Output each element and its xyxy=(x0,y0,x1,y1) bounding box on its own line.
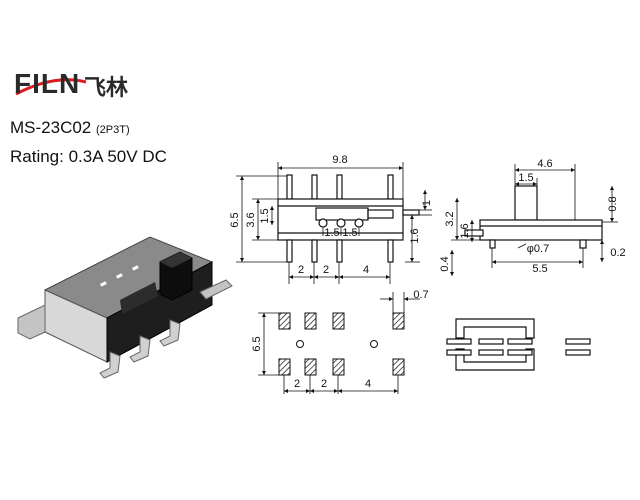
dim-front-right-top: 1 xyxy=(421,200,433,206)
front-view xyxy=(277,174,420,263)
dim-side-bottom: 0.4 xyxy=(439,256,451,271)
side-view-dimensions xyxy=(450,164,618,276)
model-number: MS-23C02 (2P3T) xyxy=(10,118,130,138)
brand-logo: FILN 飞林 xyxy=(14,68,154,102)
circuit-schematic xyxy=(446,318,591,371)
dim-side-actuator: 1.5 xyxy=(518,172,533,184)
dim-side-pin-dia: φ0.7 xyxy=(527,243,549,255)
dim-footprint-pitch-b: 2 xyxy=(321,378,327,390)
dim-front-pitch-c: 4 xyxy=(363,264,369,276)
dim-front-knob-spacing-a: 1.5 xyxy=(324,227,339,239)
dim-front-pitch-b: 2 xyxy=(323,264,329,276)
brand-name: FILN xyxy=(14,68,81,99)
dim-front-pitch-a: 2 xyxy=(298,264,304,276)
dim-footprint-height: 6.5 xyxy=(251,336,263,351)
rating-text: Rating: 0.3A 50V DC xyxy=(10,147,167,166)
dim-side-height: 3.2 xyxy=(444,211,456,226)
dim-side-span: 5.5 xyxy=(532,263,547,275)
switch-3d-render xyxy=(17,236,233,379)
side-view xyxy=(464,185,603,249)
model-variant: (2P3T) xyxy=(96,124,130,136)
dim-front-body-height: 3.6 xyxy=(245,212,257,227)
dim-front-knob-spacing-b: 1.5 xyxy=(342,227,357,239)
logo-swoosh xyxy=(15,78,87,96)
dim-footprint-pad: 0.7 xyxy=(413,289,428,301)
model-code: MS-23C02 xyxy=(10,118,92,137)
dim-front-right-lower: 1.6 xyxy=(409,228,421,243)
dim-side-right-top: 0.8 xyxy=(607,196,619,211)
dim-footprint-pitch-c: 4 xyxy=(365,378,371,390)
dim-front-height: 6.5 xyxy=(229,212,241,227)
dim-side-width: 4.6 xyxy=(537,158,552,170)
pcb-footprint-dimensions xyxy=(258,292,420,394)
dim-side-pcb: 1.6 xyxy=(459,223,471,238)
dim-footprint-pitch-a: 2 xyxy=(294,378,300,390)
front-view-dimensions xyxy=(236,162,432,284)
pcb-footprint xyxy=(278,312,405,376)
dim-side-right-bottom: 0.2 xyxy=(610,247,625,259)
brand-chinese: 飞林 xyxy=(84,76,129,101)
dim-front-width: 9.8 xyxy=(332,154,347,166)
dim-front-inner: 1.5 xyxy=(259,208,271,223)
